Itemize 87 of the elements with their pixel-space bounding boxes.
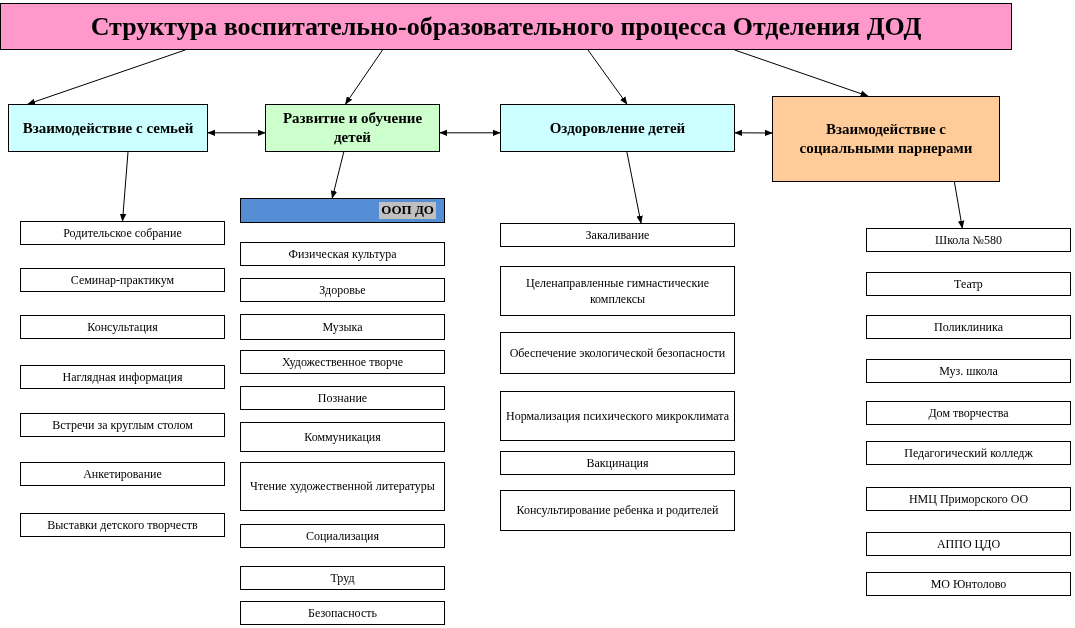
item-label: Поликлиника — [934, 318, 1003, 336]
item-label: Обеспечение экологической безопасности — [509, 344, 726, 362]
item-label: Целенаправленные гимнастические комплексы — [525, 274, 710, 308]
title-banner — [0, 3, 1012, 50]
item-label: Художественное творче — [281, 353, 404, 371]
list-item-box — [500, 266, 735, 316]
category-label: Оздоровление детей — [549, 118, 686, 138]
list-item-box — [866, 228, 1071, 252]
item-label: Чтение художественной литературы — [250, 478, 435, 495]
list-item-box — [500, 332, 735, 374]
list-item-box — [240, 314, 445, 340]
item-label: Труд — [330, 569, 355, 587]
category-label: Взаимодействие с социальными парнерами — [798, 120, 974, 158]
item-label: Анкетирование — [83, 465, 162, 483]
item-label: Семинар-практикум — [70, 271, 175, 289]
item-label: Педагогический колледж — [904, 444, 1033, 462]
item-label: Закаливание — [585, 226, 650, 244]
list-item-box — [866, 315, 1071, 339]
arrow — [953, 181, 965, 229]
item-label: НМЦ Приморского ОО — [908, 490, 1029, 508]
item-label: Музыка — [322, 318, 363, 336]
item-label: МО Юнтолово — [930, 575, 1007, 593]
item-label: Встречи за круглым столом — [52, 416, 193, 434]
double-arrow — [734, 129, 773, 137]
arrow — [27, 49, 186, 105]
list-item-box — [500, 391, 735, 441]
item-label: Дом творчества — [928, 404, 1009, 422]
item-label: Познание — [317, 389, 368, 407]
list-item-box — [240, 278, 445, 302]
list-item-box — [866, 272, 1071, 296]
list-item-box — [866, 532, 1071, 556]
arrow — [734, 49, 869, 97]
arrow — [626, 151, 643, 224]
item-label: Консультирование ребенка и родителей — [516, 502, 719, 519]
list-item-box — [240, 422, 445, 452]
list-item-box — [240, 350, 445, 374]
list-item-box — [20, 315, 225, 339]
list-item-box — [20, 413, 225, 437]
item-label: Коммуникация — [304, 428, 381, 446]
list-item-box — [500, 451, 735, 475]
item-label: Нормализация психического микроклимата — [506, 407, 729, 425]
arrow — [587, 49, 628, 105]
list-item-box — [20, 462, 225, 486]
category-box — [772, 96, 1000, 182]
item-label: Безопасность — [308, 604, 377, 622]
item-label: Театр — [954, 275, 983, 293]
item-label: АППО ЦДО — [936, 535, 1001, 553]
double-arrow — [439, 129, 501, 136]
item-label: Наглядная информация — [62, 368, 183, 386]
arrow — [345, 49, 384, 105]
item-label: Школа №580 — [935, 231, 1002, 249]
list-item-box — [240, 462, 445, 511]
arrow — [330, 151, 345, 199]
category-box — [265, 104, 440, 152]
item-label: Родительское собрание — [63, 224, 182, 242]
list-item-box — [240, 242, 445, 266]
list-item-box — [20, 221, 225, 245]
list-item-box — [866, 441, 1071, 465]
list-item-box — [20, 365, 225, 389]
list-item-box — [866, 572, 1071, 596]
list-item-box — [20, 513, 225, 537]
double-arrow — [207, 129, 266, 136]
list-item-box — [866, 359, 1071, 383]
list-item-box — [240, 566, 445, 590]
category-box — [500, 104, 735, 152]
section-label: ООП ДО — [379, 202, 436, 219]
list-item-box — [240, 601, 445, 625]
list-item-box — [500, 223, 735, 247]
category-box — [8, 104, 208, 152]
arrow — [119, 151, 129, 222]
item-label: Физическая культура — [288, 245, 397, 263]
list-item-box — [240, 386, 445, 410]
title-text: Структура воспитательно-образовательного процесса Отделения ДОД — [90, 13, 922, 40]
list-item-box — [20, 268, 225, 292]
item-label: Муз. школа — [939, 362, 998, 380]
list-item-box — [500, 490, 735, 531]
item-label: Вакцинация — [586, 454, 649, 472]
item-label: Консультация — [87, 318, 158, 336]
item-label: Выставки детского творчеств — [47, 516, 198, 534]
item-label: Социализация — [305, 527, 380, 545]
list-item-box — [866, 487, 1071, 511]
section-header-bar — [240, 198, 445, 223]
category-label: Взаимодействие с семьей — [22, 118, 194, 138]
category-label: Развитие и обучение детей — [281, 109, 424, 147]
list-item-box — [866, 401, 1071, 425]
list-item-box — [240, 524, 445, 548]
item-label: Здоровье — [319, 281, 366, 299]
